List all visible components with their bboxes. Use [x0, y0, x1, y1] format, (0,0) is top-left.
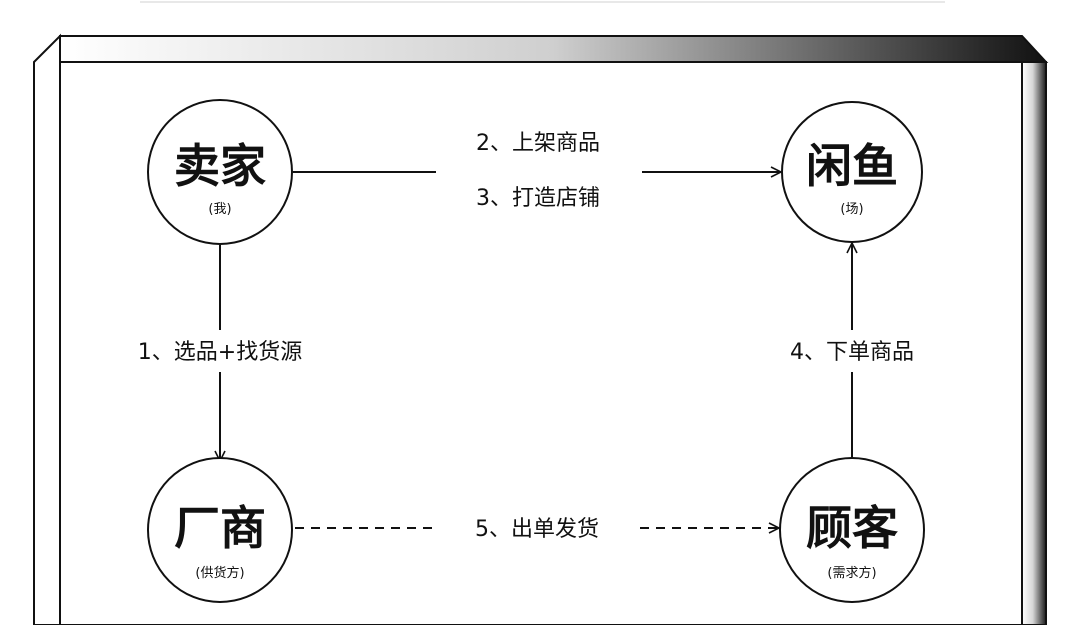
node-circle — [781, 101, 923, 243]
node-title: 闲鱼 — [806, 139, 898, 193]
node-subtitle: (需求方) — [827, 565, 876, 581]
edge-customer-to-xianyu: 4、下单商品 — [765, 243, 939, 459]
frame-left-side — [33, 33, 61, 625]
edge-label-build-store: 3、打造店铺 — [476, 186, 600, 211]
node-title: 顾客 — [806, 501, 898, 555]
edge-seller-to-supplier: 1、选品+找货源 — [112, 245, 328, 461]
edge-label-ship-order: 5、出单发货 — [475, 517, 599, 542]
edge-label-bg — [112, 330, 328, 372]
edge-seller-to-xianyu: 2、上架商品 3、打造店铺 — [293, 131, 781, 211]
node-subtitle: (场) — [840, 202, 863, 217]
node-circle — [779, 457, 925, 603]
node-circle — [147, 99, 293, 245]
edge-label-place-order: 4、下单商品 — [790, 340, 914, 365]
node-title: 卖家 — [174, 139, 266, 193]
edge-label-list-products: 2、上架商品 — [476, 131, 600, 156]
node-supplier: 厂商 (供货方) — [147, 457, 293, 603]
node-subtitle: (供货方) — [195, 565, 244, 581]
edge-supplier-to-customer: 5、出单发货 — [295, 517, 779, 542]
node-circle — [147, 457, 293, 603]
edge-label-bg — [765, 330, 939, 372]
node-customer: 顾客 (需求方) — [779, 457, 925, 603]
node-subtitle: (我) — [208, 202, 231, 217]
frame-right-side — [1021, 61, 1047, 625]
edge-label-select-source: 1、选品+找货源 — [138, 340, 302, 365]
frame-bevel-top — [59, 35, 1049, 63]
node-xianyu: 闲鱼 (场) — [781, 101, 923, 243]
node-seller: 卖家 (我) — [147, 99, 293, 245]
node-title: 厂商 — [174, 501, 266, 555]
